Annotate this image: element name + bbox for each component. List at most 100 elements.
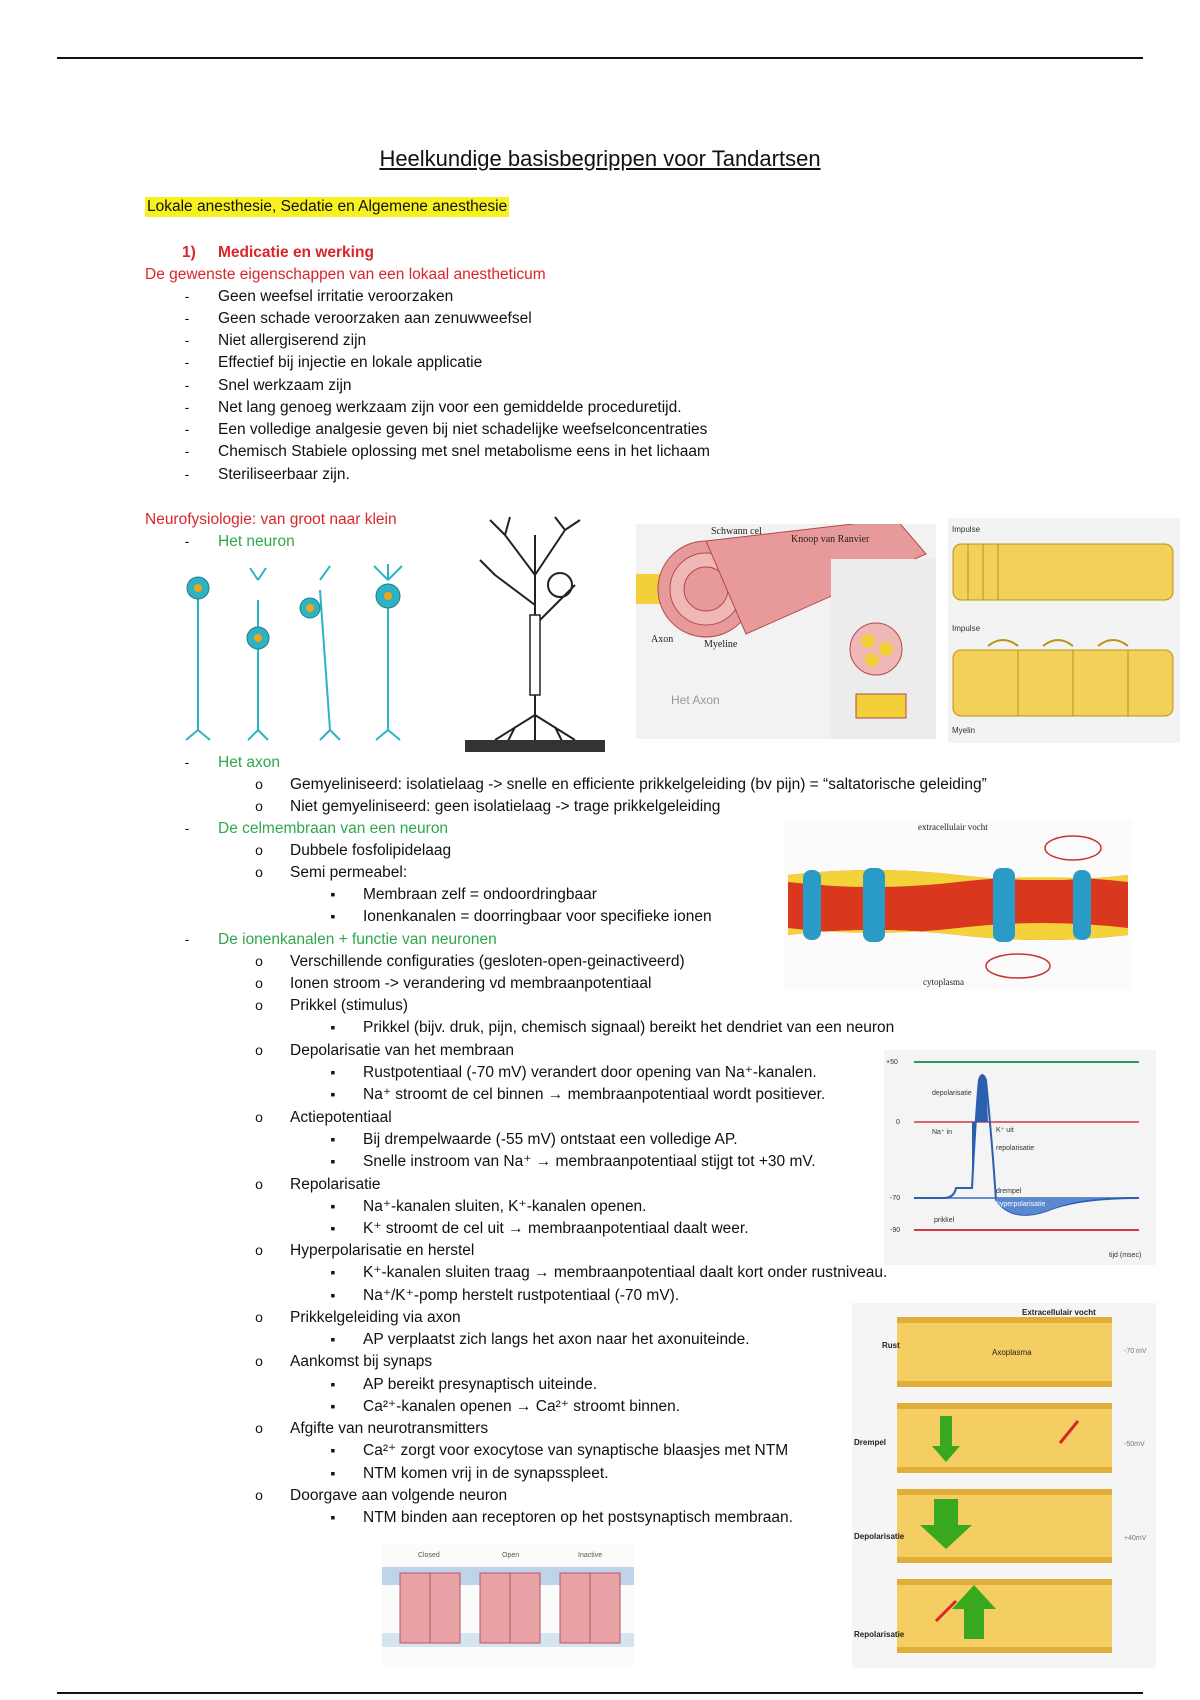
bullet-square: ▪ — [330, 1264, 336, 1280]
list-item: Effectief bij injectie en lokale applica… — [218, 354, 483, 371]
ion-subitem: Bij drempelwaarde (-55 mV) ontstaat een … — [363, 1131, 738, 1148]
ion-subitem: Ca²⁺-kanalen openen → Ca²⁺ stroomt binne… — [363, 1398, 681, 1415]
bullet-circle: o — [255, 1309, 263, 1325]
ion-subitem: Na⁺-kanalen sluiten, K⁺-kanalen openen. — [363, 1198, 647, 1215]
membrane-item: Dubbele fosfolipidelaag — [290, 842, 452, 859]
bullet-dash: - — [184, 533, 190, 549]
membrane-subitem: Ionenkanalen = doorringbaar voor specifi… — [363, 908, 712, 925]
axon-label: Axon — [651, 634, 673, 645]
y-tick-70: -70 — [890, 1195, 900, 1202]
bullet-circle: o — [255, 1109, 263, 1125]
page-title: Heelkundige basisbegrippen voor Tandarts… — [379, 146, 821, 171]
ion-item: Verschillende configuraties (gesloten-op… — [290, 953, 685, 970]
repol-row-label: Repolarisatie — [854, 1630, 905, 1639]
bullet-square: ▪ — [330, 1287, 336, 1303]
y-tick-90: -90 — [890, 1227, 900, 1234]
bullet-dash: - — [184, 332, 190, 348]
axon-heading: Het axon — [218, 754, 281, 771]
cell-membrane-figure: extracellulair vocht cytoplasma — [783, 820, 1133, 990]
bullet-square: ▪ — [330, 1220, 336, 1236]
neuron-drawing-figure — [455, 515, 615, 755]
ion-subitem: Rustpotentiaal (-70 mV) verandert door o… — [363, 1064, 817, 1081]
drempel-row-label: Drempel — [854, 1438, 886, 1447]
bullet-circle: o — [255, 1242, 263, 1258]
subheading-neurophysiology: Neurofysiologie: van groot naar klein — [145, 511, 397, 528]
open-label: Open — [502, 1552, 519, 1559]
ion-subitem: Snelle instroom van Na⁺ → membraanpotent… — [363, 1153, 816, 1170]
list-item: Snel werkzaam zijn — [218, 377, 352, 394]
list-item: Net lang genoeg werkzaam zijn voor een g… — [218, 399, 682, 416]
bullet-circle: o — [255, 953, 263, 969]
ion-item: Ionen stroom -> verandering vd membraanp… — [290, 975, 652, 992]
closed-label: Closed — [418, 1552, 440, 1559]
bottom-rule — [57, 1692, 1143, 1694]
depol-label: depolarisatie — [932, 1090, 972, 1097]
impulse-label-1: Impulse — [952, 525, 981, 534]
membrane-item: Semi permeabel: — [290, 864, 408, 881]
ion-heading: De ionenkanalen + functie van neuronen — [218, 931, 497, 948]
bullet-dash: - — [184, 288, 190, 304]
ion-subitem: Prikkel (bijv. druk, pijn, chemisch sign… — [363, 1019, 895, 1036]
schwann-label: Schwann cel — [711, 526, 762, 537]
y-tick-0: 0 — [896, 1119, 900, 1126]
bullet-dash: - — [184, 310, 190, 326]
bullet-circle: o — [255, 1353, 263, 1369]
bullet-dash: - — [184, 931, 190, 947]
ion-item: Afgifte van neurotransmitters — [290, 1420, 489, 1437]
rust-label: Rust — [882, 1341, 900, 1350]
myeline-label: Myeline — [704, 639, 738, 650]
bullet-square: ▪ — [330, 1131, 336, 1147]
bullet-dash: - — [184, 421, 190, 437]
section-heading: Medicatie en werking — [218, 244, 374, 261]
ion-item: Actiepotentiaal — [290, 1109, 392, 1126]
bullet-dash: - — [184, 466, 190, 482]
extracellular-fluid-label: Extracellulair vocht — [1022, 1308, 1096, 1317]
axon-item: Gemyeliniseerd: isolatielaag -> snelle e… — [290, 776, 987, 793]
cytoplasm-label: cytoplasma — [923, 977, 964, 987]
k-out-label: K⁺ uit — [996, 1127, 1014, 1134]
prikkel-label: prikkel — [934, 1217, 955, 1224]
bullet-square: ▪ — [330, 1086, 336, 1102]
bullet-square: ▪ — [330, 1376, 336, 1392]
axoplasm-label: Axoplasma — [992, 1348, 1032, 1357]
bullet-circle: o — [255, 1487, 263, 1503]
ion-subitem: NTM binden aan receptoren op het postsyn… — [363, 1509, 793, 1526]
axon-caption: Het Axon — [671, 693, 720, 707]
ranvier-label: Knoop van Ranvier — [791, 534, 870, 545]
bullet-circle: o — [255, 798, 263, 814]
bullet-dash: - — [184, 377, 190, 393]
ion-item: Prikkel (stimulus) — [290, 997, 408, 1014]
subheading-properties: De gewenste eigenschappen van een lokaal… — [145, 266, 546, 283]
ion-item: Aankomst bij synaps — [290, 1353, 433, 1370]
extracellular-label: extracellulair vocht — [918, 822, 988, 832]
bullet-dash: - — [184, 443, 190, 459]
repol-label: repolarisatie — [996, 1145, 1034, 1152]
ion-subitem: AP bereikt presynaptisch uiteinde. — [363, 1376, 598, 1393]
ion-item: Doorgave aan volgende neuron — [290, 1487, 508, 1504]
bullet-circle: o — [255, 864, 263, 880]
saltatory-conduction-figure: Impulse Impulse Myelin — [948, 518, 1180, 743]
mv-label-1: -70 mV — [1124, 1348, 1147, 1355]
neuron-heading: Het neuron — [218, 533, 295, 550]
section-number: 1) — [182, 244, 196, 261]
action-potential-figure: +50 0 -70 -90 depolarisatie repolarisati… — [884, 1050, 1156, 1265]
x-axis-label: tijd (msec) — [1109, 1252, 1141, 1259]
bullet-square: ▪ — [330, 1331, 336, 1347]
list-item: Steriliseerbaar zijn. — [218, 466, 350, 483]
list-item: Geen weefsel irritatie veroorzaken — [218, 288, 454, 305]
neuron-types-figure — [160, 560, 440, 745]
highlighted-heading: Lokale anesthesie, Sedatie en Algemene a… — [145, 197, 510, 217]
ion-subitem: NTM komen vrij in de synapsspleet. — [363, 1465, 609, 1482]
bullet-circle: o — [255, 1042, 263, 1058]
list-item: Een volledige analgesie geven bij niet s… — [218, 421, 708, 438]
impulse-label-2: Impulse — [952, 624, 981, 633]
ion-item: Depolarisatie van het membraan — [290, 1042, 515, 1059]
axon-myelin-figure: Schwann cel Knoop van Ranvier Axon Myeli… — [636, 524, 936, 739]
bullet-square: ▪ — [330, 1465, 336, 1481]
bullet-square: ▪ — [330, 886, 336, 902]
mv-label-2: -50mV — [1124, 1441, 1145, 1448]
ion-item: Hyperpolarisatie en herstel — [290, 1242, 475, 1259]
list-item: Geen schade veroorzaken aan zenuwweefsel — [218, 310, 532, 327]
list-item: Chemisch Stabiele oplossing met snel met… — [218, 443, 710, 460]
mv-label-3: +40mV — [1124, 1535, 1147, 1542]
